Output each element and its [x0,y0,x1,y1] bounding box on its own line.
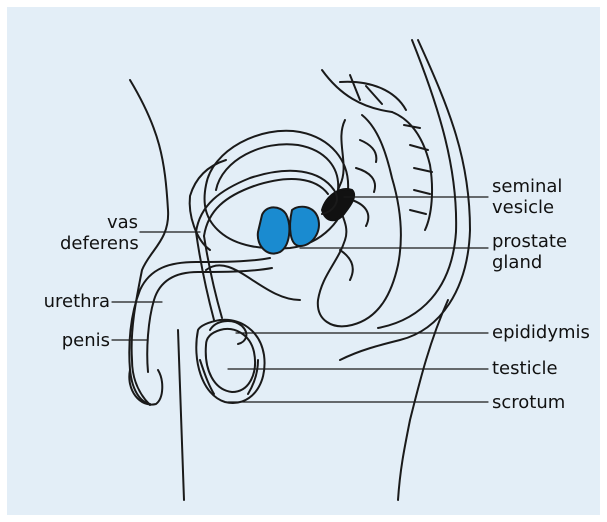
label-prostate-gland: prostate gland [492,231,567,273]
bladder-inner [216,144,338,190]
body-outline-back-2 [378,40,456,328]
label-vesicle: vesicle [492,197,562,218]
label-penis: penis [20,330,110,351]
testicle [206,329,255,392]
vas-deferens-down [196,232,222,320]
prostate-gland [258,207,290,253]
label-vas: vas [60,212,138,233]
label-prostate: prostate [492,231,567,252]
label-vas-deferens: vas deferens [60,212,138,254]
label-scrotum: scrotum [492,392,565,413]
label-urethra: urethra [20,291,110,312]
label-seminal: seminal [492,176,562,197]
label-seminal-vesicle: seminal vesicle [492,176,562,218]
label-epididymis: epididymis [492,322,590,343]
body-outline-back [340,40,470,360]
urethra-inner [147,268,272,372]
leg-front [178,330,184,500]
label-testicle: testicle [492,358,558,379]
label-deferens: deferens [60,233,138,254]
label-gland: gland [492,252,567,273]
